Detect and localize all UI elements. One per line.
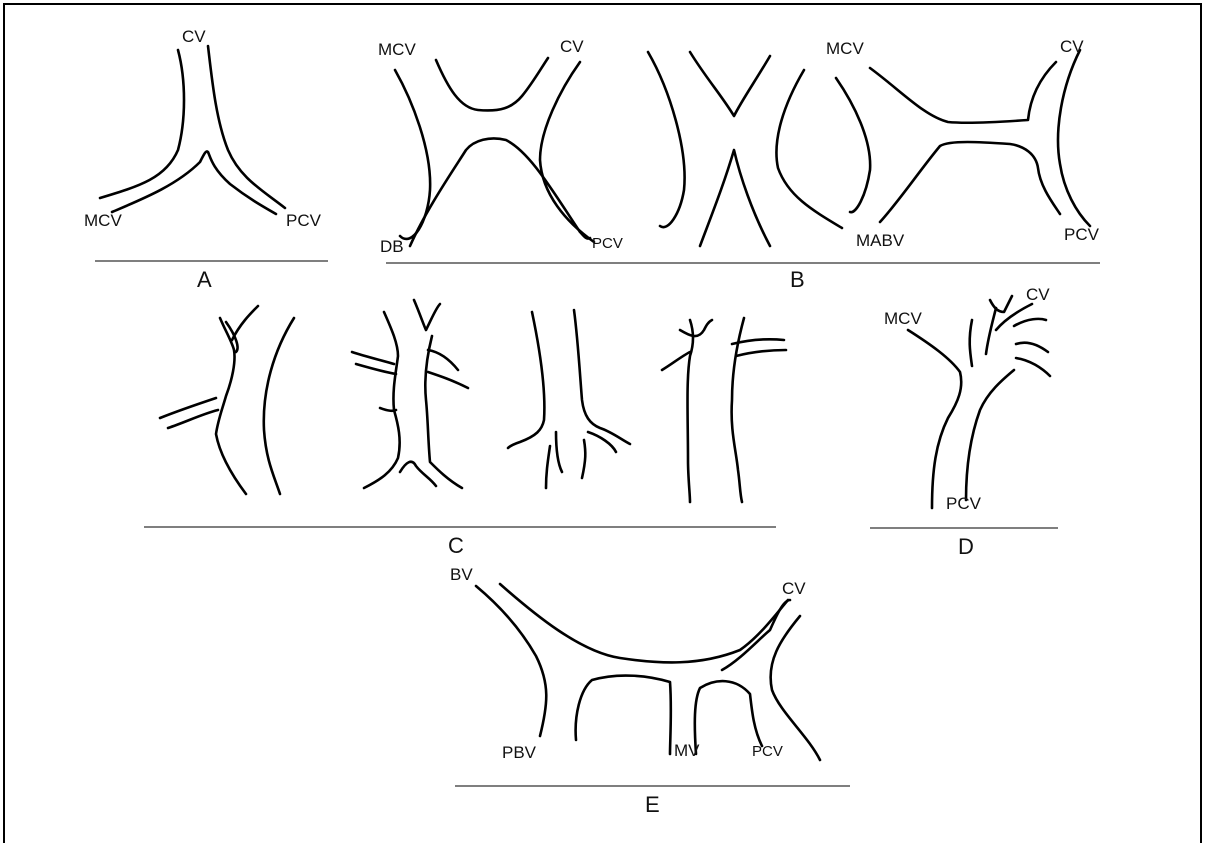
panel-b3-label-pcv: PCV [1064,225,1100,244]
panel-c2-right-wall [425,336,462,488]
panel-c2-right-arm [428,372,468,388]
panel-c1-branch-v [232,306,258,340]
panel-b3-upper-bridge [870,62,1056,123]
panel-e-label-pcv: PCV [752,743,783,760]
panel-b2-upper-v [690,52,770,116]
panel-d-left-wall [908,330,961,508]
panel-b3-right-arc [1058,50,1090,226]
panel-c2-left-arm-2 [356,364,396,374]
panel-d-twig-5 [1016,358,1050,376]
panel-e-label-bv: BV [450,565,473,584]
panel-b2-left-arc [648,52,685,227]
panel-a-right-outer [208,46,285,208]
panel-d-label-cv: CV [1026,285,1050,304]
panel-c1-left-branch [160,398,216,418]
panel-c2-left-arm [352,352,394,364]
panel-a: CV MCV PCV A [84,27,328,292]
panel-b-letter: B [790,267,805,292]
panel-c3-right-wall [574,310,630,444]
panel-d-right-wall [966,370,1014,500]
panel-a-left-outer [100,50,184,198]
panel-d: MCV CV PCV D [870,285,1058,559]
panel-d-mid-branch [970,320,972,366]
panel-c4-top-fork [680,320,712,336]
panel-d-mid-branch-2 [986,308,996,354]
panel-d-twig-3 [1014,319,1046,326]
panel-c3-left-wall [508,312,544,448]
panel-b2-lower-v [700,150,770,246]
panel-e-letter: E [645,792,660,817]
panel-c4-left-arm [662,352,690,370]
panel-e-label-mv: MV [674,741,700,760]
panel-e-inner-left [576,676,671,754]
panel-b3-lower-bridge [880,142,1060,222]
panel-b2-right-arc [776,70,842,228]
panel-b1-label-pcv: PCV [592,235,623,252]
panel-a-letter: A [197,267,212,292]
panel-c1-right-wall [264,318,294,494]
panel-b1-label-mcv: MCV [378,40,416,59]
panel-c3-right-branch [588,432,616,452]
panel-c: C [144,300,786,558]
panel-c2-right-arm-2 [428,350,458,370]
panel-c2-left-wall [364,312,400,488]
panel-c3-bottom-right-leg [582,440,585,478]
panel-b3-label-mcv: MCV [826,39,864,58]
panel-c4-right-wall [732,318,744,502]
panel-a-label-pcv: PCV [286,211,322,230]
panel-c2-bottom-fork [400,462,436,486]
panel-b3-left-arc [836,78,870,212]
panel-e-label-pbv: PBV [502,743,537,762]
panel-c3-bottom-left-leg [546,446,550,488]
panel-e-right-outer [771,616,820,760]
panel-c1-left-wall [216,318,246,494]
panel-b1-label-cv: CV [560,37,584,56]
panel-c4-left-wall [688,320,694,502]
panel-b1-right-arc [540,62,594,242]
panel-d-label-mcv: MCV [884,309,922,328]
panel-c-letter: C [448,533,464,558]
panel-b3-label-mabv: MABV [856,231,905,250]
panel-e-label-cv: CV [782,579,806,598]
panel-d-twig-1 [990,296,1012,312]
panel-b1-left-arc [395,70,430,239]
panel-b3-label-cv: CV [1060,37,1084,56]
panel-e-left-outer [476,586,546,736]
panel-a-label-mcv: MCV [84,211,122,230]
panel-d-twig-4 [1016,343,1048,352]
panel-c2-top-fork [414,300,440,330]
panel-a-label-cv: CV [182,27,206,46]
panel-d-letter: D [958,534,974,559]
panel-b1-label-db: DB [380,237,404,256]
panel-e: BV CV PBV MV PCV E [450,565,850,817]
panel-d-label-pcv: PCV [946,494,982,513]
panel-c4-right-arm-2 [736,350,786,356]
panel-b: MCV CV DB PCV MCV CV MABV PCV B [378,37,1100,292]
panel-c3-bottom-mid [556,432,562,472]
panel-b1-upper-bridge [436,58,548,110]
panel-e-top-bridge [500,584,788,662]
panel-b1-lower-bridge [410,138,590,246]
